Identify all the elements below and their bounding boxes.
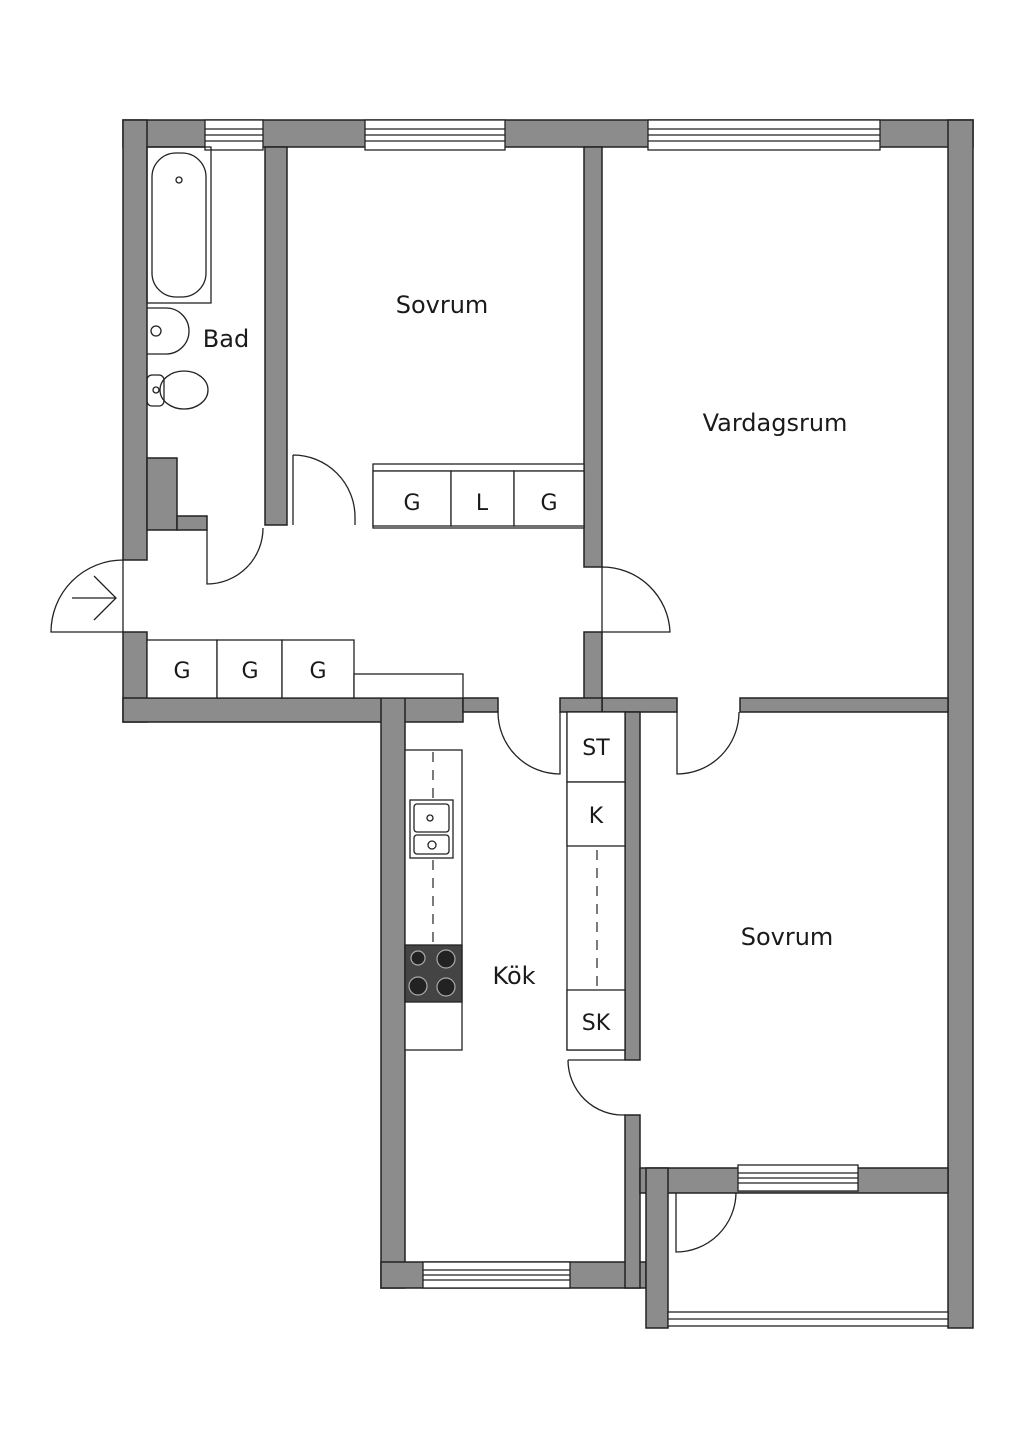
closet-g5[interactable] (281, 639, 355, 699)
kitchen-cabinets: ST K SK (566, 711, 626, 1051)
bathtub-icon (146, 146, 212, 304)
closet-g1-label: G (403, 491, 420, 516)
bathroom-fixtures (146, 146, 212, 410)
closet-l-label: L (476, 491, 489, 516)
stove-icon (404, 944, 463, 1003)
cabinet-k[interactable] (566, 781, 626, 847)
living-room-door[interactable] (601, 566, 671, 633)
walls (122, 119, 974, 1329)
room-label-sovrum-top: Sovrum (396, 291, 489, 319)
toilet-icon (159, 370, 209, 410)
entrance-arrowhead-icon (93, 575, 117, 621)
room-label-vardagsrum: Vardagsrum (703, 409, 848, 437)
closet-g3[interactable] (146, 639, 218, 699)
kitchen-bedroom-door[interactable] (567, 1059, 626, 1116)
closet-g4[interactable] (216, 639, 283, 699)
kitchen-counter (404, 749, 463, 1051)
closet-g3-label: G (173, 659, 190, 684)
windows (204, 119, 949, 1327)
closet-g4-label: G (241, 659, 258, 684)
room-label-kok: Kök (492, 962, 535, 990)
cabinet-st-label: ST (582, 736, 610, 761)
closet-g5-label: G (309, 659, 326, 684)
cabinet-sk[interactable] (566, 989, 626, 1051)
bedroom-top-door[interactable] (292, 454, 356, 525)
bath-door[interactable] (206, 527, 264, 585)
closet-l[interactable] (450, 470, 515, 527)
cabinet-sk-label: SK (582, 1011, 611, 1036)
room-label-bad: Bad (203, 325, 249, 353)
bedroom-bottom-door[interactable] (676, 711, 740, 775)
entrance-door[interactable] (50, 559, 124, 633)
closet-row-hall-top: G L G (372, 463, 585, 529)
doors (50, 454, 740, 1253)
room-label-sovrum-bottom: Sovrum (741, 923, 834, 951)
balcony-door[interactable] (675, 1192, 737, 1253)
closet-g1[interactable] (372, 470, 452, 527)
sink-icon (147, 307, 190, 355)
closet-row-hall-bottom: G G G (146, 639, 464, 699)
shelf (353, 673, 464, 699)
closet-g2-label: G (540, 491, 557, 516)
kitchen-door[interactable] (497, 711, 561, 775)
cabinet-k-label: K (589, 804, 604, 829)
kitchen-sink-icon (409, 799, 454, 859)
room-labels: Bad Sovrum Vardagsrum Kök Sovrum (203, 291, 848, 990)
closet-g2[interactable] (513, 470, 585, 527)
